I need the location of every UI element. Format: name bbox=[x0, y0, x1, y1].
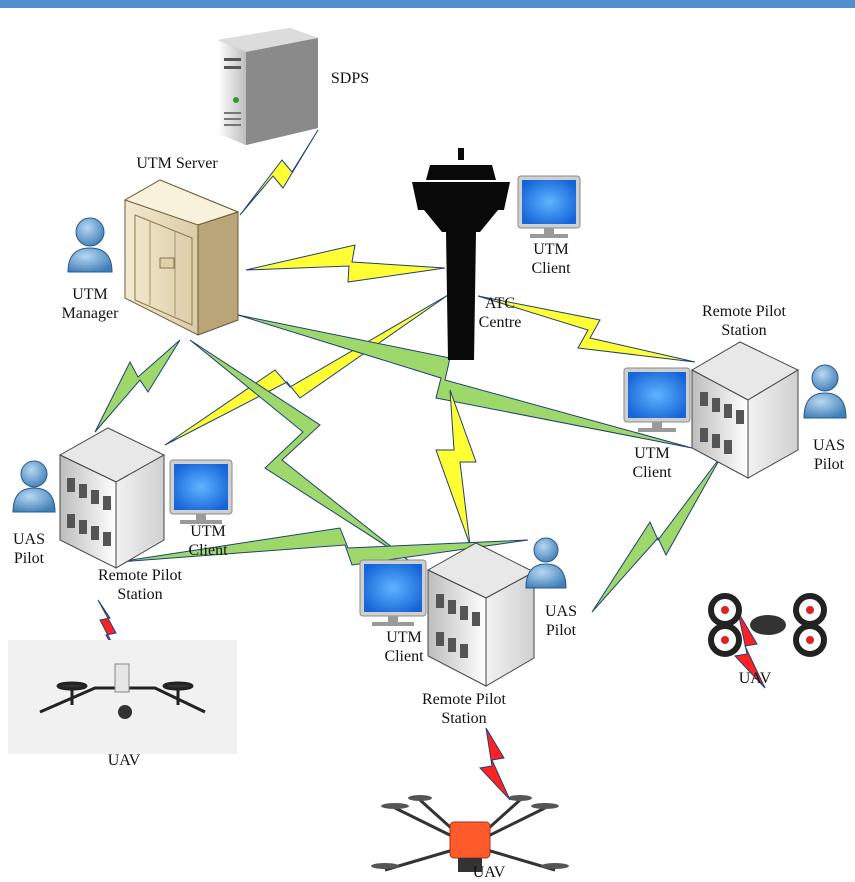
control-tower-icon bbox=[412, 148, 510, 360]
center-uav-label: UAV bbox=[472, 864, 506, 881]
left-utm-client-label: UTM Client bbox=[188, 523, 228, 559]
utm-manager-person-icon bbox=[67, 217, 113, 273]
link-rpsright-uav bbox=[733, 611, 766, 689]
link-rpsleft-rpscenter bbox=[117, 527, 529, 566]
utm-server-rack-icon bbox=[123, 179, 240, 336]
link-utmserver-atc bbox=[245, 244, 446, 283]
sdps-label: SDPS bbox=[330, 70, 370, 87]
center-uas-pilot-label: UAS Pilot bbox=[544, 603, 577, 639]
center-utm-client-monitor-icon bbox=[359, 559, 427, 626]
center-rps-label: Remote Pilot Station bbox=[422, 691, 506, 727]
right-uav-quadcopter-icon bbox=[708, 593, 827, 657]
left-utm-client-monitor-icon bbox=[169, 459, 233, 524]
right-uav-label: UAV bbox=[738, 670, 772, 687]
atc-client-label: UTM Client bbox=[531, 241, 571, 277]
utm-server-label: UTM Server bbox=[136, 155, 218, 172]
right-utm-client-label: UTM Client bbox=[632, 445, 672, 481]
atc-utm-client-monitor-icon bbox=[517, 175, 581, 238]
right-uas-pilot-person-icon bbox=[803, 364, 847, 419]
right-remote-pilot-station-building-icon bbox=[690, 341, 800, 479]
link-rpscenter-uav bbox=[478, 727, 511, 801]
links bbox=[94, 129, 766, 801]
left-uav-photo-panel bbox=[8, 640, 237, 754]
center-utm-client-label: UTM Client bbox=[384, 629, 424, 665]
link-atc-rpsright bbox=[477, 295, 696, 363]
sdps-server-icon bbox=[218, 28, 318, 145]
right-utm-client-monitor-icon bbox=[623, 367, 691, 432]
right-uas-pilot-label: UAS Pilot bbox=[812, 437, 845, 473]
atc-centre-label: ATC Centre bbox=[478, 295, 522, 331]
link-utmserver-rpsleft bbox=[94, 339, 181, 433]
left-uav-drone-icon bbox=[39, 663, 206, 719]
link-atc-rpscenter bbox=[435, 389, 477, 546]
link-sdps-utmserver bbox=[239, 129, 319, 216]
left-uas-pilot-label: UAS Pilot bbox=[12, 531, 45, 567]
utm-manager-label: UTM Manager bbox=[61, 286, 119, 322]
right-rps-label: Remote Pilot Station bbox=[702, 303, 786, 339]
left-uav-label: UAV bbox=[107, 752, 141, 769]
left-rps-label: Remote Pilot Station bbox=[98, 567, 182, 603]
center-uav-hexacopter-icon bbox=[371, 795, 569, 872]
top-accent-bar bbox=[0, 0, 855, 8]
left-remote-pilot-station-building-icon bbox=[58, 427, 166, 569]
center-uas-pilot-person-icon bbox=[525, 537, 567, 589]
left-uas-pilot-person-icon bbox=[12, 460, 56, 513]
center-remote-pilot-station-building-icon bbox=[426, 542, 536, 687]
